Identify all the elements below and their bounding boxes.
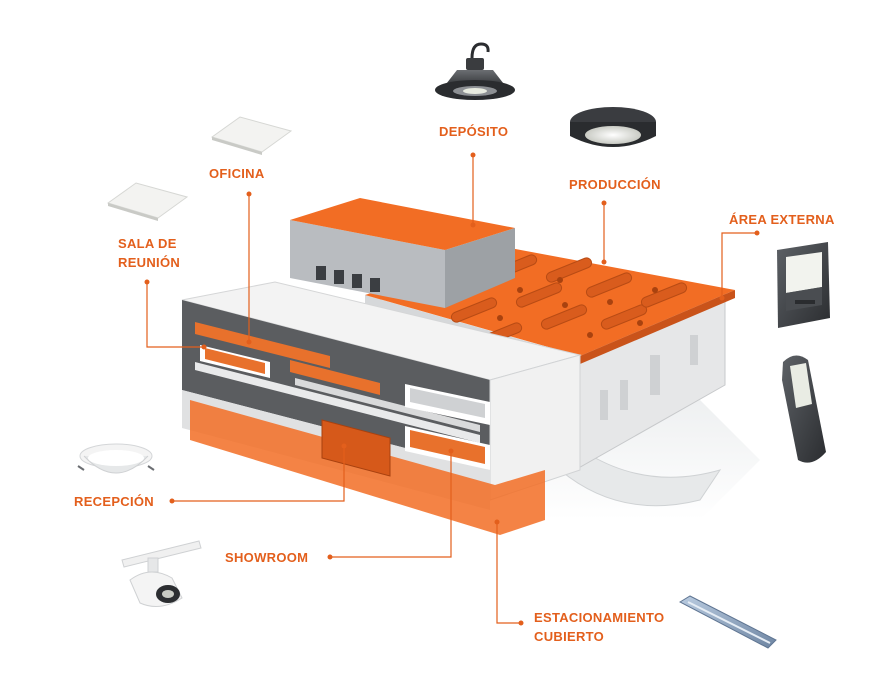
- leader-lines: [146, 155, 757, 624]
- warehouse-openings: [316, 266, 380, 292]
- label-sala-reunion-line1: SALA DE: [118, 236, 177, 251]
- warehouse-roof: [290, 198, 515, 250]
- warehouse-side-wall: [445, 228, 515, 308]
- floodlight-icon: [777, 242, 830, 328]
- label-showroom: SHOWROOM: [225, 550, 309, 565]
- office-entrance: [321, 419, 391, 477]
- leader-recepcion: [172, 446, 345, 502]
- roof-vents: [497, 277, 658, 338]
- label-estacionamiento-line1: ESTACIONAMIENTO: [534, 610, 665, 625]
- track-spot-icon: [121, 540, 202, 608]
- side-facade-details: [600, 335, 698, 420]
- leader-sala-reunion: [146, 282, 204, 348]
- highbay-round-icon: [570, 107, 656, 147]
- street-light-icon: [782, 355, 826, 463]
- parking-ramp: [559, 454, 722, 507]
- led-panel-icon: [106, 116, 293, 221]
- tube-light-icon: [678, 595, 777, 649]
- leader-estacionamiento: [496, 522, 521, 624]
- label-sala-reunion-line2: REUNIÓN: [118, 255, 181, 270]
- label-recepcion: RECEPCIÓN: [74, 494, 154, 509]
- label-estacionamiento: ESTACIONAMIENTO CUBIERTO: [534, 608, 664, 646]
- highbay-hook-icon: [435, 42, 515, 100]
- label-produccion: PRODUCCIÓN: [569, 177, 661, 192]
- label-estacionamiento-line2: CUBIERTO: [534, 629, 605, 644]
- leader-area-externa: [721, 232, 757, 298]
- building-illustration: [181, 198, 760, 535]
- downlight-icon: [77, 443, 155, 474]
- leader-dots: [144, 152, 760, 626]
- production-roof-edge: [580, 290, 735, 364]
- label-oficina: OFICINA: [209, 166, 265, 181]
- label-deposito: DEPÓSITO: [439, 124, 509, 139]
- label-sala-reunion: SALA DE REUNIÓN: [118, 234, 180, 272]
- warehouse-front-wall: [290, 220, 445, 308]
- leader-showroom: [330, 451, 452, 558]
- office-windows: [195, 322, 490, 470]
- label-area-externa: ÁREA EXTERNA: [729, 212, 835, 227]
